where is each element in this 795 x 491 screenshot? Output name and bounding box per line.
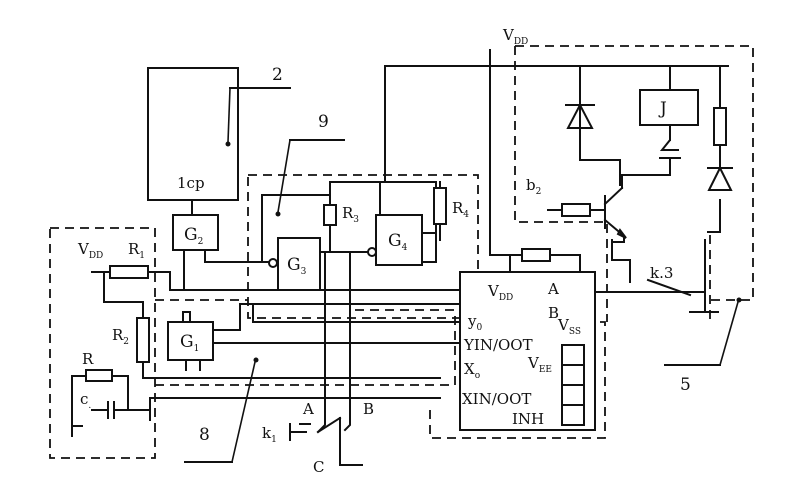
diode-right bbox=[707, 165, 733, 191]
diode-left bbox=[565, 102, 595, 129]
relay-coil-j bbox=[639, 89, 699, 126]
resistors bbox=[85, 107, 727, 382]
label-5: 5 bbox=[680, 375, 691, 395]
label-r1: R1 bbox=[128, 240, 145, 261]
resistor-r3 bbox=[323, 204, 337, 226]
resistor-top-right bbox=[713, 107, 727, 146]
label-j: J bbox=[658, 99, 667, 119]
label-vdd-left: VDD bbox=[77, 240, 103, 261]
gate-g3 bbox=[277, 237, 321, 291]
resistor-chip bbox=[521, 248, 551, 262]
label-c: c. bbox=[80, 390, 91, 411]
label-vdd-top: VDD bbox=[502, 26, 528, 47]
gate-g1 bbox=[167, 321, 214, 361]
resistor-b2 bbox=[561, 203, 591, 217]
label-g4: G4 bbox=[388, 231, 408, 253]
label-chip-vee: VEE bbox=[527, 354, 552, 375]
label-r: R bbox=[82, 350, 94, 368]
gate-g4 bbox=[375, 214, 423, 266]
resistor-r2 bbox=[136, 317, 150, 363]
label-k3: k.3 bbox=[650, 264, 673, 282]
label-chip-xin: XIN/OOT bbox=[462, 390, 531, 408]
label-switch-a: A bbox=[302, 400, 314, 418]
label-chip-vss: VSS bbox=[557, 316, 581, 337]
label-chip-yin: YIN/OOT bbox=[463, 336, 533, 354]
gates bbox=[167, 214, 423, 361]
resistor-r bbox=[85, 369, 113, 382]
label-r3: R3 bbox=[342, 204, 359, 225]
module-5-inner-left bbox=[514, 46, 608, 322]
label-chip-x0: Xo bbox=[464, 360, 480, 381]
label-b2: b2 bbox=[526, 176, 541, 197]
module-5-outline bbox=[515, 45, 754, 301]
label-chip-inh: INH bbox=[512, 410, 544, 428]
resistor-r1 bbox=[109, 265, 149, 279]
label-chip-vdd: VDD bbox=[487, 282, 513, 303]
module-9-outline bbox=[247, 174, 479, 319]
label-chip-b: B bbox=[548, 304, 559, 322]
block-2-frame bbox=[147, 67, 239, 201]
label-8: 8 bbox=[199, 425, 210, 445]
label-9: 9 bbox=[318, 112, 329, 132]
gate-g2 bbox=[172, 214, 219, 251]
label-switch-c: C bbox=[313, 458, 324, 476]
gate-g4-bubble bbox=[367, 247, 377, 257]
label-r4: R4 bbox=[452, 199, 469, 220]
dashed-module-outlines bbox=[49, 45, 754, 459]
label-switch-b: B bbox=[363, 400, 374, 418]
label-chip-y0: y0 bbox=[467, 312, 482, 333]
label-g1: G1 bbox=[180, 332, 199, 354]
module-8-outline bbox=[49, 227, 156, 459]
label-g2: G2 bbox=[184, 225, 203, 247]
label-g3: G3 bbox=[287, 255, 307, 277]
label-r2: R2 bbox=[112, 326, 129, 347]
gate-g3-bubble bbox=[268, 258, 278, 268]
label-1cp: 1cp bbox=[177, 174, 205, 192]
label-2: 2 bbox=[272, 65, 283, 85]
label-chip-a: A bbox=[547, 280, 559, 298]
label-k1: k1 bbox=[262, 424, 277, 445]
resistor-r4 bbox=[433, 187, 447, 225]
